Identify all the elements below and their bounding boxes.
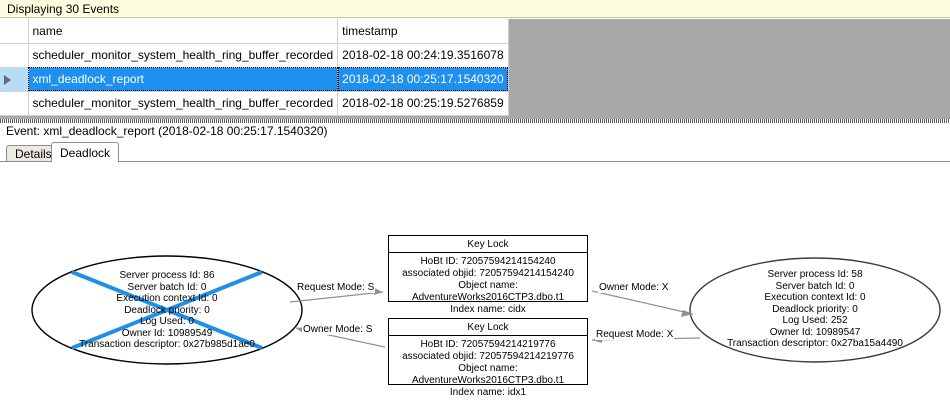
column-header-name[interactable]: name <box>28 19 339 44</box>
tab-deadlock[interactable]: Deadlock <box>51 142 120 162</box>
edge-owner-x-line <box>591 290 694 315</box>
resource-node-key-lock-top[interactable]: Key Lock HoBt ID: 72057594214154240 asso… <box>388 235 588 315</box>
tab-details-label: Details <box>15 147 52 161</box>
cell-timestamp[interactable]: 2018-02-18 00:24:19.3516078 <box>337 43 509 68</box>
table-header-row: name timestamp <box>0 19 509 44</box>
resource-top-line-3: Index name: cidx <box>450 304 526 315</box>
row-selector-cell[interactable] <box>0 91 29 116</box>
resource-top-body: HoBt ID: 72057594214154240 associated ob… <box>389 253 587 316</box>
cell-name[interactable]: scheduler_monitor_system_health_ring_buf… <box>28 91 339 116</box>
row-selector-cell[interactable] <box>0 67 29 92</box>
surviving-process-ellipse[interactable] <box>689 257 941 363</box>
column-header-timestamp[interactable]: timestamp <box>337 19 509 44</box>
resource-bottom-line-1: associated objid: 72057594214219776 <box>402 351 574 362</box>
edge-label-owner-mode-s: Owner Mode: S <box>302 324 374 335</box>
resource-bottom-line-3: Index name: idx1 <box>449 387 527 398</box>
events-table-body: scheduler_monitor_system_health_ring_buf… <box>0 43 509 116</box>
row-selector-cell[interactable] <box>0 43 29 68</box>
resource-bottom-title: Key Lock <box>389 319 587 336</box>
resource-bottom-line-2: Object name: AdventureWorks2016CTP3.dbo.… <box>411 363 565 386</box>
resource-top-line-2: Object name: AdventureWorks2016CTP3.dbo.… <box>411 280 565 303</box>
cell-name[interactable]: scheduler_monitor_system_health_ring_buf… <box>28 43 339 68</box>
edge-owner-x-arrow-icon <box>681 310 693 317</box>
horizontal-splitter[interactable] <box>0 119 950 123</box>
cell-name[interactable]: xml_deadlock_report <box>28 67 339 92</box>
events-table: name timestamp scheduler_monitor_system_… <box>0 19 509 116</box>
resource-top-title: Key Lock <box>389 236 587 253</box>
edge-label-owner-mode-x: Owner Mode: X <box>598 282 670 293</box>
resource-bottom-body: HoBt ID: 72057594214219776 associated ob… <box>389 336 587 399</box>
deadlock-tab-page: Server process Id: 86 Server batch Id: 0… <box>0 161 950 400</box>
edge-label-request-mode-x: Request Mode: X <box>595 329 675 340</box>
cell-timestamp[interactable]: 2018-02-18 00:25:17.1540320 <box>337 67 509 92</box>
tab-deadlock-label: Deadlock <box>60 145 111 160</box>
tab-strip: Details Deadlock <box>0 142 950 162</box>
resource-node-key-lock-bottom[interactable]: Key Lock HoBt ID: 72057594214219776 asso… <box>388 318 588 398</box>
edge-label-request-mode-s: Request Mode: S <box>296 282 376 293</box>
table-row[interactable]: scheduler_monitor_system_health_ring_buf… <box>0 43 509 68</box>
resource-bottom-line-0: HoBt ID: 72057594214219776 <box>420 339 556 350</box>
events-banner: Displaying 30 Events <box>0 0 950 18</box>
resource-top-line-1: associated objid: 72057594214154240 <box>402 268 574 279</box>
column-header-selector <box>0 19 29 44</box>
current-row-arrow-icon <box>4 74 11 85</box>
edge-request-s-arrow-icon <box>374 288 383 295</box>
events-grid[interactable]: name timestamp scheduler_monitor_system_… <box>0 19 950 119</box>
resource-top-line-0: HoBt ID: 72057594214154240 <box>420 256 556 267</box>
cell-timestamp[interactable]: 2018-02-18 00:25:19.5276859 <box>337 91 509 116</box>
event-title-label: Event: xml_deadlock_report (2018-02-18 0… <box>6 124 328 138</box>
events-banner-label: Displaying 30 Events <box>7 1 120 16</box>
deadlock-graph-canvas[interactable] <box>0 162 950 400</box>
table-row[interactable]: scheduler_monitor_system_health_ring_buf… <box>0 91 509 116</box>
table-row[interactable]: xml_deadlock_report 2018-02-18 00:25:17.… <box>0 67 509 92</box>
victim-cross-line-2 <box>71 270 263 350</box>
events-table-head: name timestamp <box>0 19 509 44</box>
edge-request-s-line <box>289 291 384 303</box>
